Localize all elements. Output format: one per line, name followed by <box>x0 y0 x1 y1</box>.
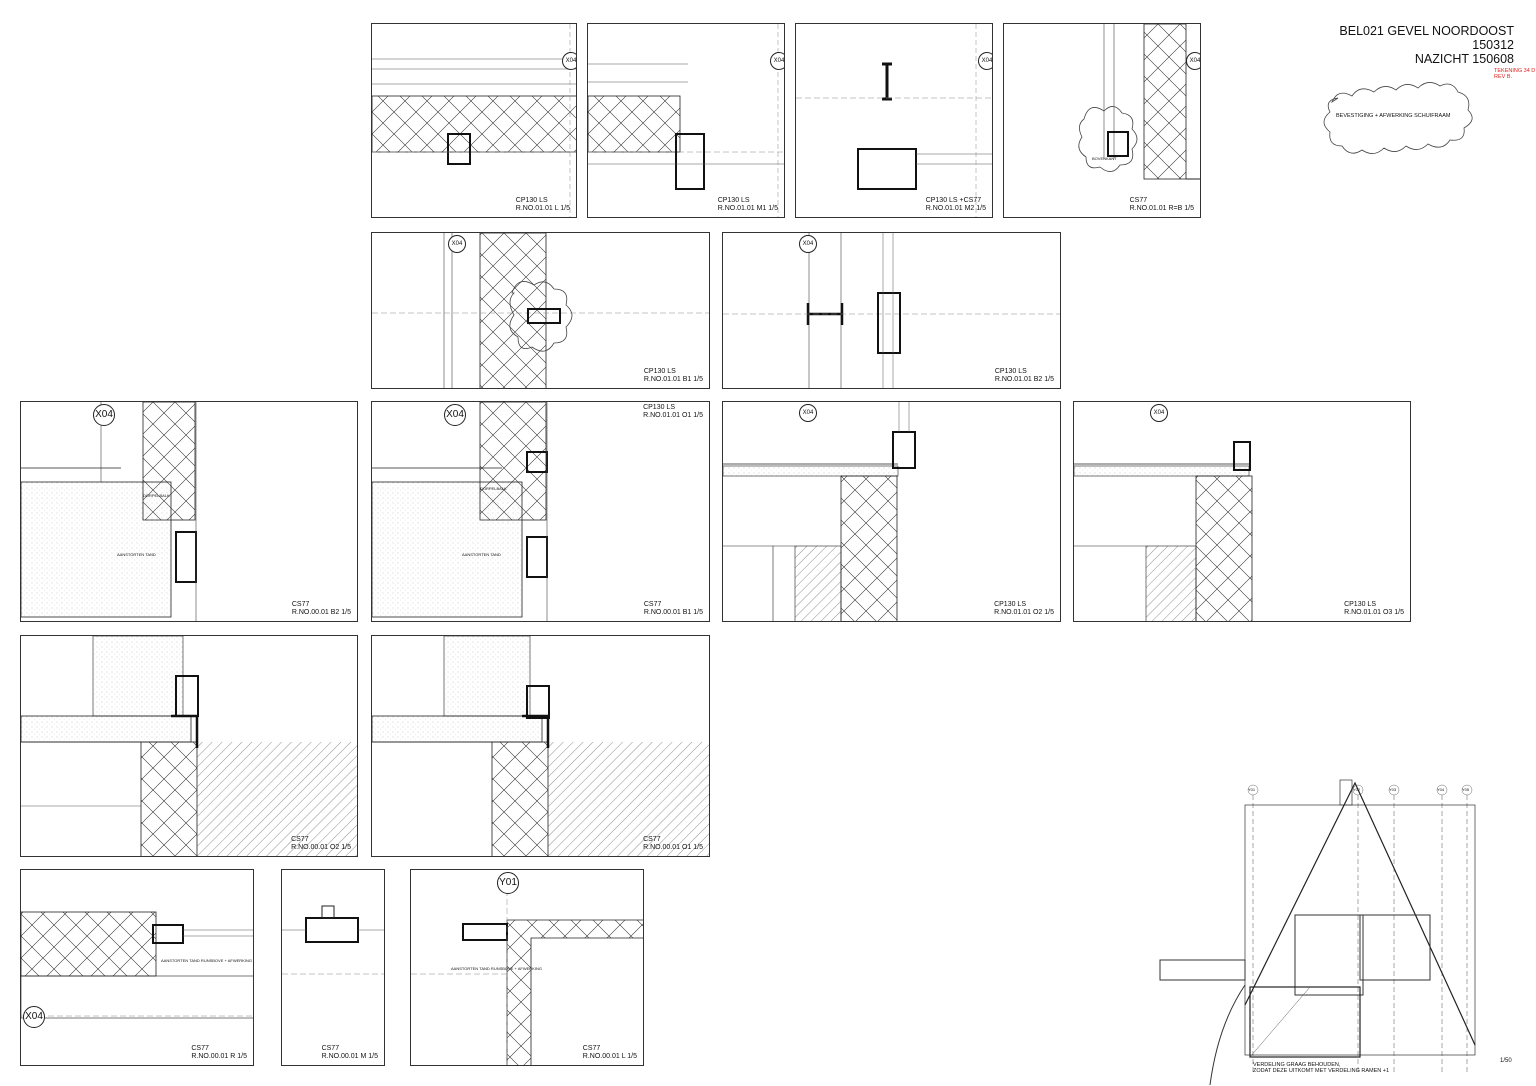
section-drawing <box>372 233 709 388</box>
section-drawing <box>21 402 197 621</box>
section-drawing <box>21 636 357 856</box>
axis-label: Y02 <box>1353 787 1361 792</box>
scale-label: 1/50 <box>1500 1058 1512 1064</box>
grid-bubble: X04 <box>444 404 466 426</box>
annotation: AANSTORTEN TAND RUNSBOVE + AFWERKING <box>161 958 252 963</box>
grid-bubble: X04 <box>799 235 817 253</box>
revision-cloud <box>1323 82 1473 154</box>
axis-label: Y01 <box>1248 787 1256 792</box>
annotation: DORPELBALK <box>480 486 507 491</box>
drawing-number: TEKENING 34 D <box>1494 68 1536 74</box>
axis-label: Y05 <box>1462 787 1470 792</box>
section-drawing <box>723 233 1060 388</box>
sheet-date: 150312 <box>1472 38 1514 52</box>
section-drawing <box>796 24 992 217</box>
detail-R: X04 AANSTORTEN TAND RUNSBOVE + AFWERKING… <box>20 869 254 1066</box>
grid-bubble: X04 <box>1150 404 1168 422</box>
grid-bubble: X04 <box>448 235 466 253</box>
axis-label: Y04 <box>1437 787 1445 792</box>
grid-bubble: Y01 <box>497 872 519 894</box>
annotation: AANSTORTEN TAND <box>117 552 156 557</box>
annotation: AANSTORTEN TAND <box>462 552 501 557</box>
annotation: DORPELBALK <box>143 493 170 498</box>
section-drawing <box>372 636 709 856</box>
section-drawing <box>411 890 643 1065</box>
grid-bubble: X04 <box>978 52 992 70</box>
revision-note: TEKENING 34 D REV B. <box>1494 68 1535 80</box>
title-block: BEL021 GEVEL NOORDOOST 150312 NAZICHT 15… <box>1339 24 1514 66</box>
annotation: BOVENKANT <box>1092 156 1117 161</box>
grid-bubble: X04 <box>93 404 115 426</box>
cloud-note: BEVESTIGING + AFWERKING SCHUIFRAAM <box>1336 113 1451 119</box>
section-drawing <box>372 402 548 621</box>
grid-bubble: X04 <box>562 52 576 70</box>
revision-label: REV B. <box>1494 74 1513 80</box>
section-drawing <box>723 402 916 621</box>
sheet-review: NAZICHT 150608 <box>1414 52 1514 66</box>
grid-bubble: X04 <box>23 1006 45 1028</box>
grid-bubble: X04 <box>1186 52 1200 70</box>
detail-L-ground: Y01 AANSTORTEN TAND RUNSBOVE + AFWERKING… <box>410 869 644 1066</box>
grid-bubble: X04 <box>799 404 817 422</box>
section-drawing <box>1074 441 1253 621</box>
grid-bubble: X04 <box>770 52 784 70</box>
section-drawing <box>372 24 576 217</box>
facade-elevation <box>1159 779 1476 1085</box>
annotation: AANSTORTEN TAND RUNSBOVE + AFWERKING <box>451 966 542 971</box>
sheet-title: BEL021 GEVEL NOORDOOST <box>1339 24 1514 38</box>
section-drawing <box>1078 24 1200 180</box>
elevation-note: VERDELING GRAAG BEHOUDEN, ZODAT DEZE UIT… <box>1253 1062 1390 1074</box>
section-drawing <box>21 911 253 1019</box>
axis-label: Y03 <box>1389 787 1397 792</box>
section-drawing <box>588 24 784 217</box>
section-drawing <box>282 905 384 975</box>
